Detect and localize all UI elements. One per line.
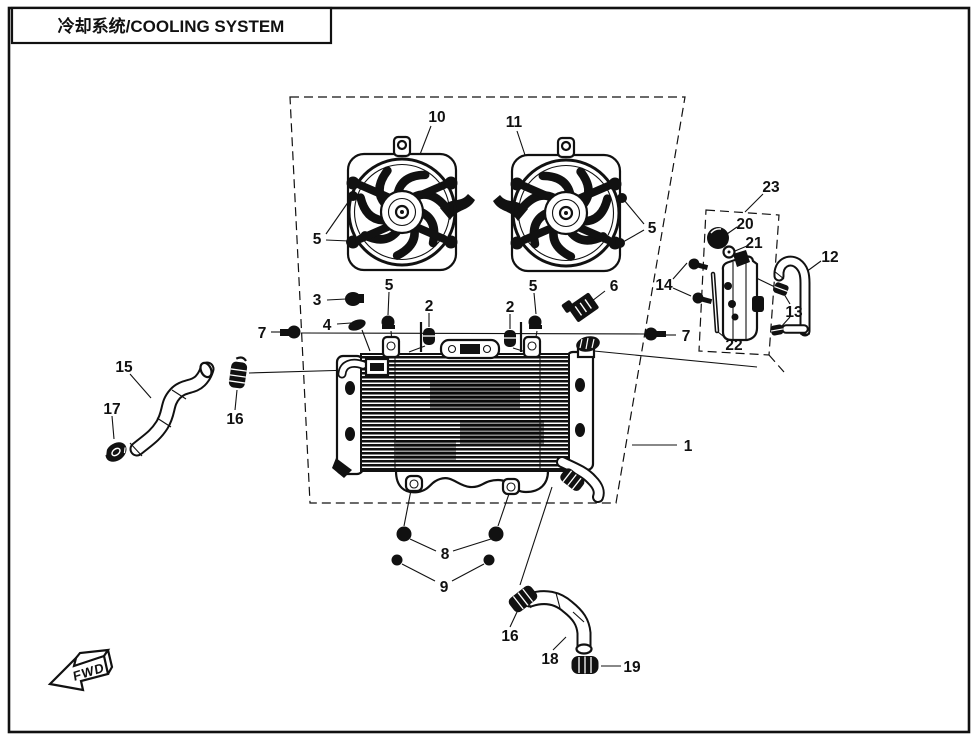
reservoir-assembly <box>707 227 764 342</box>
reservoir-cap-20 <box>707 227 729 249</box>
callout-19: 19 <box>623 659 641 676</box>
grommets-9 <box>391 554 495 566</box>
callout-11: 11 <box>506 114 523 131</box>
overflow-hose-12 <box>773 255 811 337</box>
nut-5-right <box>528 315 542 329</box>
fwd-arrow: FWD <box>47 648 114 692</box>
callout-12: 12 <box>821 249 838 266</box>
fastener-4 <box>348 319 366 331</box>
radiator-filler-cap <box>576 336 600 359</box>
callout-16-lower: 16 <box>501 628 519 645</box>
callout-3: 3 <box>313 292 322 309</box>
fan-bolts <box>346 191 627 248</box>
outlet-clamp <box>560 468 585 491</box>
dipstick-22 <box>710 271 720 334</box>
callout-9: 9 <box>440 579 449 596</box>
callout-23: 23 <box>762 179 780 196</box>
callout-21: 21 <box>745 235 763 252</box>
callout-5-right-radiator: 5 <box>529 278 538 295</box>
callout-1: 1 <box>684 438 693 455</box>
hose-clamp-16-upper <box>228 356 248 389</box>
callout-8: 8 <box>441 546 450 563</box>
callout-5-right-fan: 5 <box>648 220 657 237</box>
callout-7-left: 7 <box>258 325 267 342</box>
radiator <box>332 322 605 503</box>
assembly-boundary <box>289 96 686 504</box>
bushing-2-left <box>423 328 435 345</box>
callout-5-left-fan: 5 <box>313 231 322 248</box>
callout-17: 17 <box>103 401 120 418</box>
cap-17 <box>105 442 127 462</box>
callout-13: 13 <box>785 304 803 321</box>
callout-6: 6 <box>610 278 619 295</box>
callout-4: 4 <box>323 317 332 334</box>
bushing-2-right <box>504 330 516 347</box>
title-block: 冷却系统/COOLING SYSTEM <box>10 6 333 45</box>
reservoir-boundary <box>698 209 785 373</box>
hose-clamps-13 <box>770 282 789 336</box>
callout-16-upper: 16 <box>226 411 244 428</box>
hose-clamp-16-lower <box>508 585 538 613</box>
callouts: 10 11 5 5 3 4 7 5 2 2 5 6 14 7 23 20 21 … <box>103 109 838 676</box>
fwd-label: FWD <box>72 660 106 684</box>
page-border <box>7 6 971 734</box>
cooling-fan-left <box>347 137 476 270</box>
cap-19 <box>571 656 599 674</box>
radiator-inlet <box>337 357 390 379</box>
page-title: 冷却系统/COOLING SYSTEM <box>58 16 285 36</box>
nut-5-left <box>381 315 395 329</box>
callout-7-right: 7 <box>682 328 691 345</box>
fastener-3 <box>345 292 364 306</box>
bolt-7-left <box>280 325 301 339</box>
callout-20: 20 <box>736 216 753 233</box>
upper-hose-15 <box>129 361 215 457</box>
callout-15: 15 <box>115 359 133 376</box>
reservoir-tank <box>721 250 764 342</box>
callout-10: 10 <box>428 109 445 126</box>
callout-14: 14 <box>655 277 673 294</box>
grommets-8 <box>396 526 504 542</box>
bolt-7-right <box>644 327 666 341</box>
callout-22: 22 <box>725 337 742 354</box>
callout-2-left: 2 <box>425 298 434 315</box>
callout-2-right: 2 <box>506 299 515 316</box>
callout-5-left-radiator: 5 <box>385 277 394 294</box>
callout-18: 18 <box>541 651 559 668</box>
bolts-14 <box>688 258 713 305</box>
cooling-fan-right <box>493 138 622 271</box>
lower-hose-18 <box>522 590 593 655</box>
connector-6 <box>561 292 599 322</box>
radiator-outlet <box>556 456 605 503</box>
